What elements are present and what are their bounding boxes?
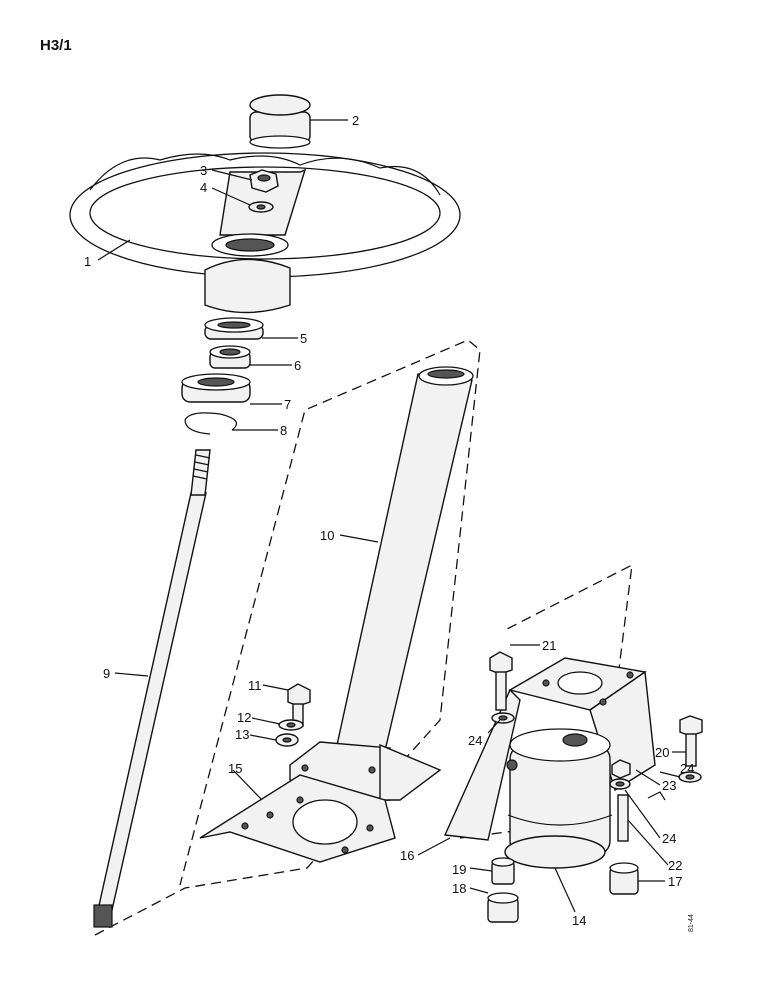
callout-16: 16 — [400, 848, 414, 863]
callout-7: 7 — [284, 397, 291, 412]
callout-2: 2 — [352, 113, 359, 128]
washer-24-a — [491, 712, 515, 724]
drawing-ref-code: 81-44 — [688, 914, 695, 932]
callout-12: 12 — [237, 710, 251, 725]
stud-22 — [617, 794, 629, 842]
callout-3: 3 — [200, 163, 207, 178]
bush-17 — [609, 862, 639, 895]
callout-24-a: 24 — [468, 733, 482, 748]
column-assembly-boundary — [94, 339, 481, 936]
callout-22: 22 — [668, 858, 682, 873]
callout-8: 8 — [280, 423, 287, 438]
nut-23 — [611, 759, 631, 779]
bracket — [443, 657, 656, 841]
callout-14: 14 — [572, 913, 586, 928]
callout-13: 13 — [235, 727, 249, 742]
bush-18 — [487, 892, 519, 923]
steering-unit — [504, 728, 613, 869]
wheel-nut — [248, 169, 279, 213]
callout-18: 18 — [452, 881, 466, 896]
washers-12-13 — [275, 719, 304, 747]
leader-lines — [97, 119, 686, 913]
callout-20: 20 — [655, 745, 669, 760]
callout-5: 5 — [300, 331, 307, 346]
callout-21: 21 — [542, 638, 556, 653]
callout-19: 19 — [452, 862, 466, 877]
bolt-20 — [679, 715, 703, 767]
page-title: H3/1 — [40, 37, 72, 54]
callout-1: 1 — [84, 254, 91, 269]
steering-shaft — [93, 449, 211, 928]
circlip — [184, 412, 238, 435]
seal-ring — [204, 317, 264, 340]
horn-cap — [249, 94, 311, 149]
bearing — [181, 373, 251, 403]
mounting-plate — [199, 774, 396, 863]
callout-24-b: 24 — [680, 761, 694, 776]
column-tube — [331, 366, 474, 773]
callout-4: 4 — [200, 180, 207, 195]
callout-17: 17 — [668, 874, 682, 889]
bolt-21 — [489, 651, 513, 711]
callout-23: 23 — [662, 778, 676, 793]
callout-10: 10 — [320, 528, 334, 543]
callout-6: 6 — [294, 358, 301, 373]
bolt-11 — [287, 683, 311, 727]
callout-15: 15 — [228, 761, 242, 776]
callout-11: 11 — [248, 678, 262, 693]
spacer — [209, 345, 251, 369]
callout-9: 9 — [103, 666, 110, 681]
callout-24-c: 24 — [662, 831, 676, 846]
bush-19 — [491, 857, 515, 885]
washer-24-c — [609, 778, 631, 790]
